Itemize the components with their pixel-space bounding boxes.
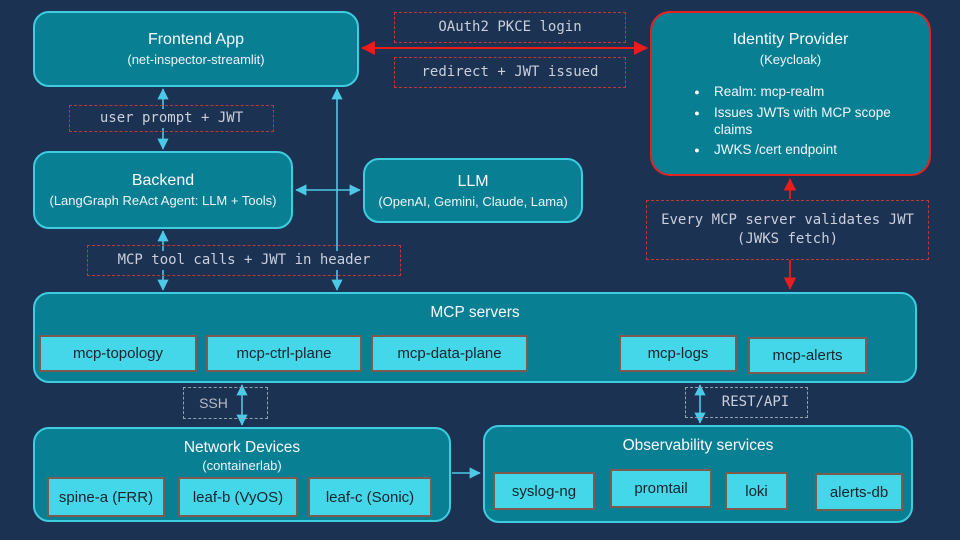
bullet-text: Issues JWTs with MCP scope claims [714, 105, 891, 137]
validates-label-line2: (JWKS fetch) [732, 230, 843, 249]
observability-title: Observability services [622, 437, 774, 454]
bullet-dot-icon: ● [694, 87, 700, 97]
network-devices-subtitle: (containerlab) [202, 458, 282, 473]
backend-subtitle: (LangGraph ReAct Agent: LLM + Tools) [49, 193, 277, 208]
bullet-dot-icon: ● [694, 145, 700, 155]
chip-mcp-data-plane: mcp-data-plane [371, 335, 528, 372]
bullet-item: ● Issues JWTs with MCP scope claims [680, 104, 929, 138]
bullet-item: ● Realm: mcp-realm [680, 83, 929, 101]
oauth-label-box: OAuth2 PKCE login [394, 12, 626, 43]
identity-provider-node: Identity Provider (Keycloak) ● Realm: mc… [650, 11, 931, 176]
mcp-calls-label: MCP tool calls + JWT in header [113, 251, 375, 270]
chip-leaf-c: leaf-c (Sonic) [308, 477, 432, 517]
backend-node: Backend (LangGraph ReAct Agent: LLM + To… [33, 151, 293, 229]
identity-provider-title: Identity Provider [732, 31, 849, 48]
identity-provider-bullet-list: ● Realm: mcp-realm ● Issues JWTs with MC… [652, 83, 929, 162]
chip-alerts-db: alerts-db [815, 473, 903, 511]
bullet-dot-icon: ● [694, 108, 700, 118]
ssh-label-box: SSH [183, 387, 268, 419]
user-prompt-label: user prompt + JWT [95, 109, 248, 128]
network-devices-title: Network Devices [183, 439, 301, 456]
bullet-item: ● JWKS /cert endpoint [680, 141, 929, 159]
rest-api-label: REST/API [721, 394, 790, 411]
frontend-app-subtitle: (net-inspector-streamlit) [127, 52, 265, 67]
identity-provider-subtitle: (Keycloak) [759, 52, 822, 67]
rest-api-label-box: REST/API [685, 387, 808, 418]
redirect-label: redirect + JWT issued [417, 63, 603, 82]
llm-subtitle: (OpenAI, Gemini, Claude, Lama) [378, 193, 568, 209]
bullet-text: Realm: mcp-realm [714, 84, 825, 99]
frontend-app-node: Frontend App (net-inspector-streamlit) [33, 11, 359, 87]
ssh-label: SSH [199, 395, 228, 411]
chip-promtail: promtail [610, 469, 712, 508]
redirect-label-box: redirect + JWT issued [394, 57, 626, 88]
mcp-servers-title: MCP servers [430, 304, 520, 321]
chip-mcp-topology: mcp-topology [39, 335, 197, 372]
llm-node: LLM (OpenAI, Gemini, Claude, Lama) [363, 158, 583, 223]
user-prompt-label-box: user prompt + JWT [69, 105, 274, 132]
chip-mcp-ctrl-plane: mcp-ctrl-plane [206, 335, 362, 372]
chip-leaf-b: leaf-b (VyOS) [178, 477, 298, 517]
llm-title: LLM [457, 172, 489, 190]
oauth-label: OAuth2 PKCE login [434, 18, 586, 37]
chip-syslog-ng: syslog-ng [493, 472, 595, 510]
bullet-text: JWKS /cert endpoint [714, 142, 838, 157]
chip-mcp-alerts: mcp-alerts [748, 337, 867, 374]
chip-mcp-logs: mcp-logs [619, 335, 737, 372]
backend-title: Backend [131, 172, 195, 189]
validates-label-box: Every MCP server validates JWT (JWKS fet… [646, 200, 929, 260]
frontend-app-title: Frontend App [147, 31, 245, 48]
chip-loki: loki [725, 472, 788, 510]
mcp-calls-label-box: MCP tool calls + JWT in header [87, 245, 401, 276]
validates-label-line1: Every MCP server validates JWT [657, 211, 918, 230]
chip-spine-a: spine-a (FRR) [47, 477, 165, 517]
